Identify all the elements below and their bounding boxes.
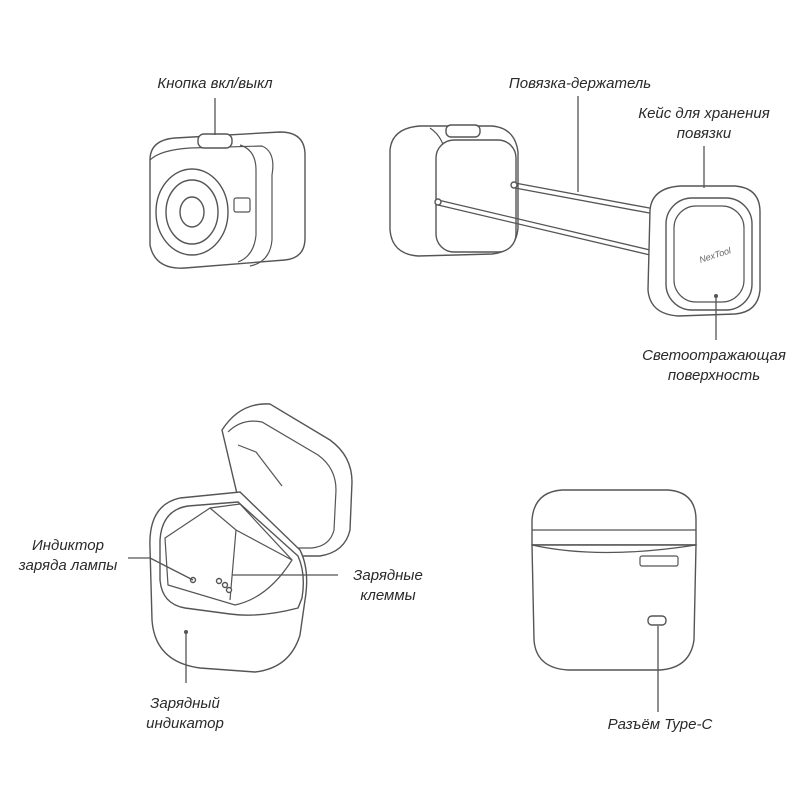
type-c-port-shape <box>647 615 667 626</box>
closed-case-illustration <box>531 489 697 712</box>
label-charge-indicator: Зарядный индикатор <box>146 695 224 732</box>
lamp-illustration <box>149 98 306 269</box>
terminal-1 <box>215 577 223 585</box>
label-reflective-surface: Светоотражающая поверхность <box>642 347 786 384</box>
label-type-c-port: Разъём Type-C <box>607 716 713 733</box>
terminal-3 <box>225 586 233 594</box>
label-lamp-charge-indicator: Индиктор заряда лампы <box>18 537 118 574</box>
terminal-2 <box>221 581 229 589</box>
label-headband: Повязка-держатель <box>508 75 652 92</box>
label-storage-case: Кейс для хранения повязки <box>638 105 770 142</box>
label-charging-terminals: Зарядные клеммы <box>353 567 423 604</box>
headband-illustration: NexTool <box>389 96 761 340</box>
label-power-button: Кнопка вкл/выкл <box>157 75 273 92</box>
power-button-shape <box>197 133 233 149</box>
reflective-surface-shape <box>665 197 753 311</box>
open-case-illustration <box>128 403 353 683</box>
